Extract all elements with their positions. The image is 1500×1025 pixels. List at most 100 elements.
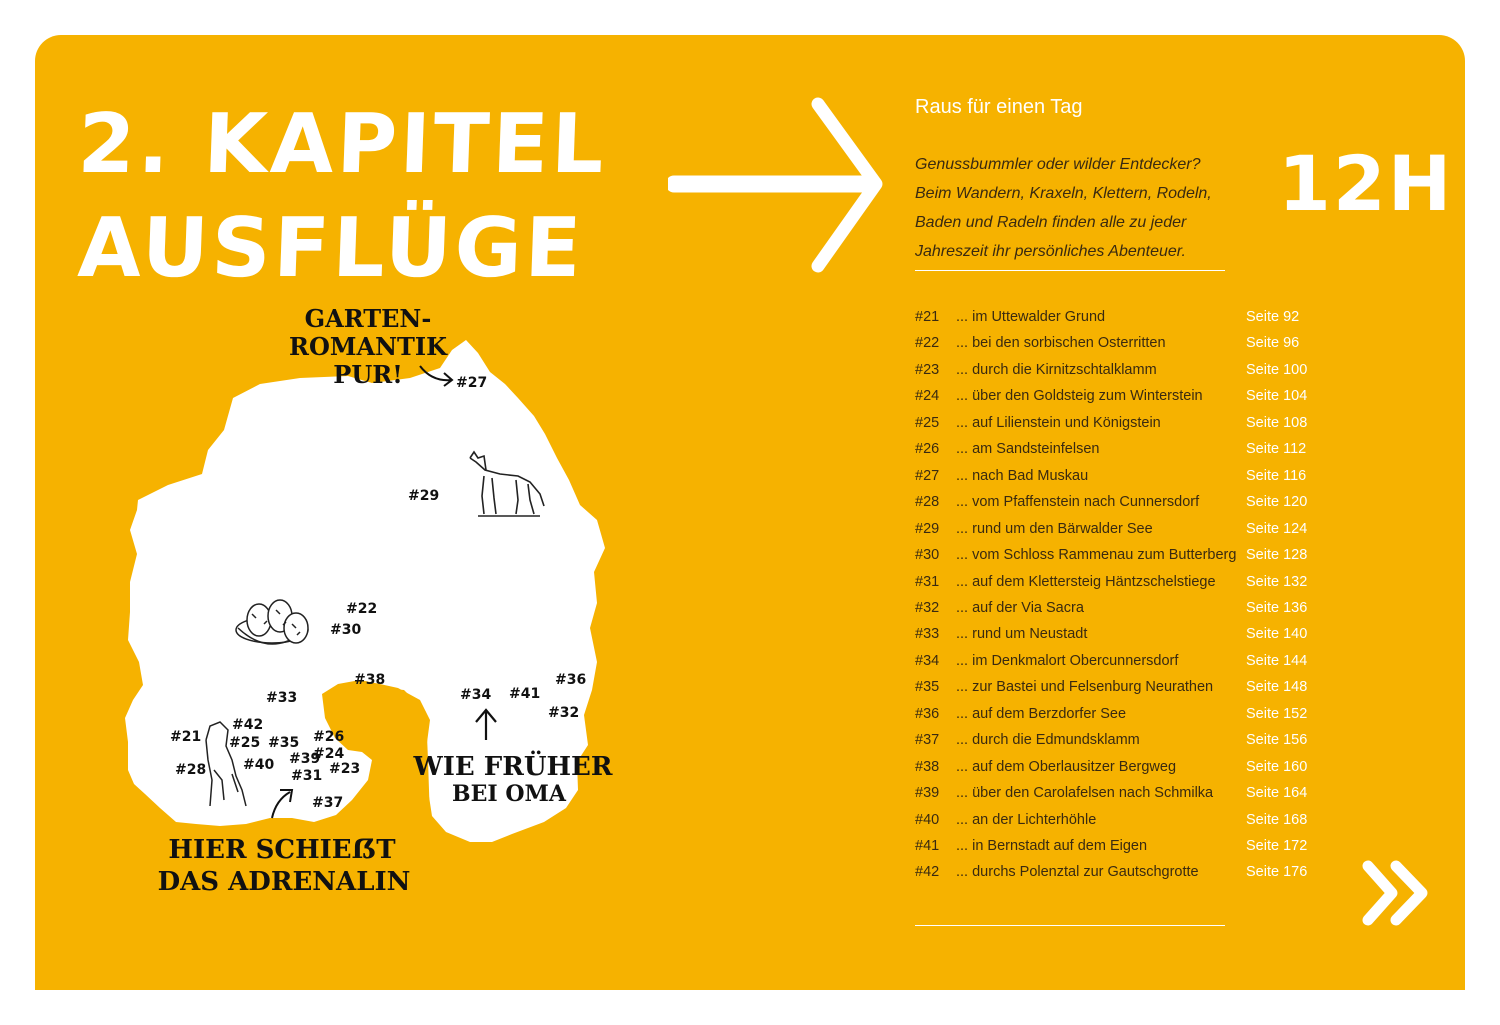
toc-entry[interactable]: #42... durchs Polenztal zur Gautschgrott… [915,860,1315,884]
toc-page-ref: Seite 116 [1246,467,1307,484]
map-site-label: #22 [346,601,377,617]
toc-title: ... durch die Edmundsklamm [956,732,1140,749]
toc-title: ... rund um den Bärwalder See [956,520,1153,537]
toc-number: #39 [915,785,940,802]
map-site-label: #29 [408,488,439,504]
caption-line: PUR! [333,360,402,389]
toc-number: #35 [915,679,940,696]
map-site-label: #42 [232,717,263,733]
duration-badge: 12H [1278,139,1454,228]
caption-garten: GARTEN- ROMANTIK PUR! [289,304,448,389]
toc-page-ref: Seite 140 [1246,626,1308,643]
map-site-label: #40 [243,757,274,773]
intro-line: Beim Wandern, Kraxeln, Klettern, Rodeln, [915,185,1212,202]
toc-number: #27 [915,467,940,484]
map-site-label: #21 [170,729,201,745]
toc-page-ref: Seite 96 [1246,335,1300,352]
map-site-label: #23 [329,761,360,777]
toc-page-ref: Seite 100 [1246,361,1308,378]
rock-climber-icon [205,721,247,807]
intro-line: Jahreszeit ihr persönliches Abenteuer. [915,243,1186,260]
toc-title: ... vom Schloss Rammenau zum Butterberg [956,547,1237,564]
arrow-icon [419,365,454,387]
intro-text: Genussbummler oder wilder Entdecker? Bei… [915,150,1235,266]
map-site-label: #30 [330,622,361,638]
caption-line: GARTEN- [305,304,432,333]
toc-page-ref: Seite 168 [1246,811,1308,828]
toc-title: ... über den Goldsteig zum Winterstein [956,388,1203,405]
toc-title: ... auf Lilienstein und Königstein [956,414,1161,431]
toc-title: ... im Uttewalder Grund [956,309,1106,325]
intro-line: Genussbummler oder wilder Entdecker? [915,156,1201,173]
arrow-up-icon [271,789,294,819]
map-site-label: #41 [509,686,540,702]
toc-page-ref: Seite 172 [1246,838,1308,854]
toc-number: #32 [915,599,940,616]
map-site-label: #25 [229,735,260,751]
map-site-label: #35 [268,735,299,751]
toc-page-ref: Seite 148 [1246,679,1308,696]
toc-entry[interactable]: #27 ... nach Bad Muskau Seite 116 [915,464,1315,488]
toc-entry[interactable]: #39... über den Carolafelsen nach Schmil… [915,781,1315,805]
map-site-label: #38 [354,672,385,688]
divider [915,270,1225,271]
eggs-nest-icon [235,599,309,645]
double-chevron-right-icon[interactable] [1360,858,1434,928]
toc-number: #29 [915,520,940,537]
toc-entry[interactable]: #24... über den Goldsteig zum Winterstei… [915,384,1315,408]
toc-title: ... auf dem Oberlausitzer Bergweg [956,758,1177,775]
map-site-label: #26 [313,729,344,745]
toc-page-ref: Seite 104 [1246,388,1308,405]
toc-number: #25 [915,414,940,431]
toc-entry[interactable]: #31... auf dem Klettersteig Häntzschelst… [915,570,1315,594]
toc-page-ref: Seite 124 [1246,520,1308,537]
divider [915,925,1225,926]
toc-page-ref: Seite 92 [1246,309,1300,325]
toc-title: ... im Denkmalort Obercunnersdorf [956,652,1179,669]
toc-page-ref: Seite 176 [1246,864,1308,881]
toc-number: #21 [915,309,940,325]
toc-page-ref: Seite 164 [1246,785,1308,802]
caption-line: ROMANTIK [289,332,448,361]
toc-page-ref: Seite 136 [1246,599,1308,616]
map-site-label: #31 [291,768,322,784]
caption-line: BEI OMA [452,781,567,807]
caption-line: WIE FRÜHER [413,750,613,782]
toc-page-ref: Seite 128 [1246,547,1308,564]
toc-title: ... in Bernstadt auf dem Eigen [956,838,1148,854]
toc-number: #36 [915,705,940,722]
caption-line: HIER SCHIEẞT [168,835,396,865]
toc-page-ref: Seite 112 [1246,441,1307,458]
map-labels: #27#29#22#30#38#33#34#41#36#32#42#21#25#… [170,375,586,811]
caption-line: DAS ADRENALIN [158,867,411,897]
map-site-label: #33 [266,690,297,706]
toc-number: #40 [915,811,940,828]
toc-entry[interactable]: #21 ... im Uttewalder Grund Seite 92 [915,305,1315,329]
map-site-label: #39 [289,751,320,767]
map-site-label: #34 [460,687,491,703]
toc-title: ... durch die Kirnitzschtalklamm [956,361,1157,378]
map-site-label: #27 [456,375,487,391]
toc-entry[interactable]: #32 ... auf der Via Sacra Seite 136 [915,596,1315,620]
toc-entry[interactable]: #35... zur Bastei und Felsenburg Neurath… [915,675,1315,699]
toc-entry[interactable]: #29 ... rund um den Bärwalder See Seite 12… [915,517,1315,541]
toc-number: #31 [915,573,940,590]
toc-entry[interactable]: #28... vom Pfaffenstein nach Cunnersdorf… [915,490,1315,514]
map-site-label: #24 [313,746,344,762]
toc-entry[interactable]: #40 ... an der Lichterhöhle Seite 168 [915,808,1315,832]
toc-number: #42 [915,864,940,881]
toc-title: ... an der Lichterhöhle [956,811,1097,828]
toc-title: ... nach Bad Muskau [956,467,1089,484]
toc-title: ... auf der Via Sacra [956,599,1084,616]
toc-entry[interactable]: #30... vom Schloss Rammenau zum Butterbe… [915,543,1315,567]
